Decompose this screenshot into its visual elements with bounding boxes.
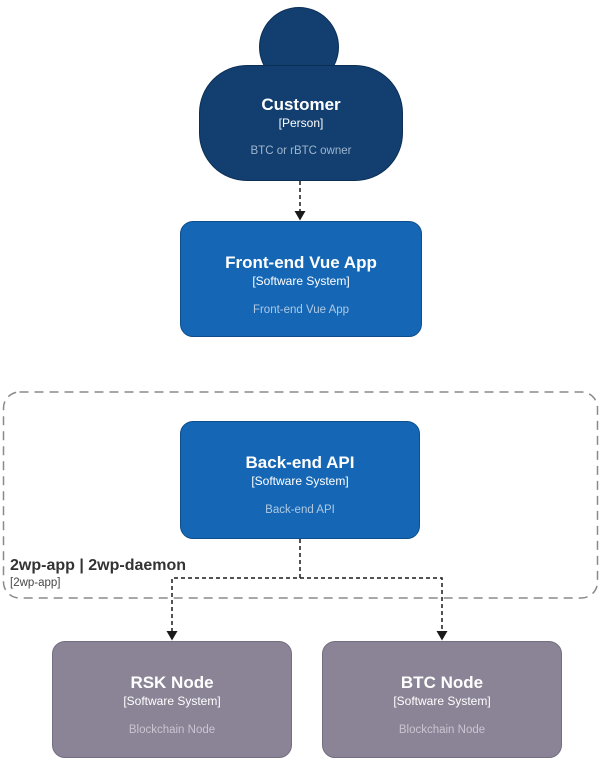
boundary-box bbox=[2, 391, 599, 599]
node-customer[interactable]: Customer [Person] BTC or rBTC owner bbox=[199, 65, 403, 181]
node-description: Blockchain Node bbox=[128, 724, 216, 736]
boundary-title: 2wp-app | 2wp-daemon bbox=[10, 557, 187, 574]
node-rsk-node[interactable]: RSK Node [Software System] Blockchain No… bbox=[52, 641, 292, 758]
node-type-label: [Person] bbox=[278, 116, 324, 130]
node-description: Back-end API bbox=[265, 504, 335, 516]
node-btc-node[interactable]: BTC Node [Software System] Blockchain No… bbox=[322, 641, 562, 758]
node-title: Customer bbox=[261, 95, 341, 114]
node-title: BTC Node bbox=[400, 673, 484, 692]
node-frontend-vue-app[interactable]: Front-end Vue App [Software System] Fron… bbox=[180, 221, 422, 337]
edge-backend-btc bbox=[300, 577, 443, 632]
node-type-label: [Software System] bbox=[252, 274, 350, 288]
node-backend-api[interactable]: Back-end API [Software System] Back-end … bbox=[180, 421, 420, 539]
edge-backend-btc-arrowhead bbox=[436, 631, 448, 641]
node-title: Front-end Vue App bbox=[225, 253, 377, 272]
node-title: Back-end API bbox=[245, 453, 355, 472]
node-description: Blockchain Node bbox=[398, 724, 486, 736]
boundary-label: 2wp-app | 2wp-daemon [2wp-app] bbox=[10, 556, 186, 591]
node-type-label: [Software System] bbox=[123, 694, 221, 708]
edge-backend-rsk bbox=[171, 539, 301, 632]
node-type-label: [Software System] bbox=[393, 694, 491, 708]
node-description: BTC or rBTC owner bbox=[250, 145, 352, 157]
edge-backend-rsk-arrowhead bbox=[166, 631, 178, 641]
node-type-label: [Software System] bbox=[251, 474, 349, 488]
boundary-type-label: [2wp-app] bbox=[10, 577, 61, 589]
edge-customer-frontend-arrowhead bbox=[294, 211, 306, 221]
node-title: RSK Node bbox=[130, 673, 214, 692]
node-description: Front-end Vue App bbox=[252, 304, 350, 316]
